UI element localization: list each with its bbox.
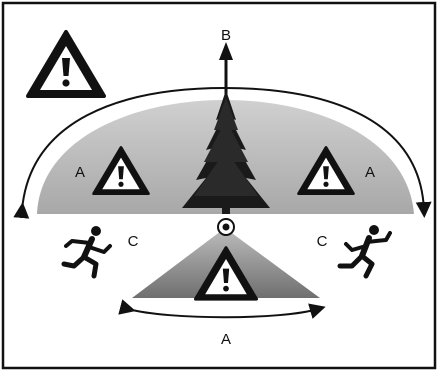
target-icon	[218, 219, 234, 235]
vertical-arrow-head	[219, 42, 233, 60]
label-a-bottom: A	[221, 331, 231, 348]
label-c-right: C	[317, 233, 328, 250]
label-b: B	[221, 27, 231, 44]
label-a-left: A	[75, 164, 85, 181]
person-running-icon-right	[340, 225, 390, 276]
person-running-icon-left	[64, 226, 110, 276]
label-a-right: A	[365, 164, 375, 181]
lower-arc-arrow	[128, 309, 318, 317]
label-c-left: C	[128, 233, 139, 250]
warning-icon-topleft	[28, 32, 104, 96]
